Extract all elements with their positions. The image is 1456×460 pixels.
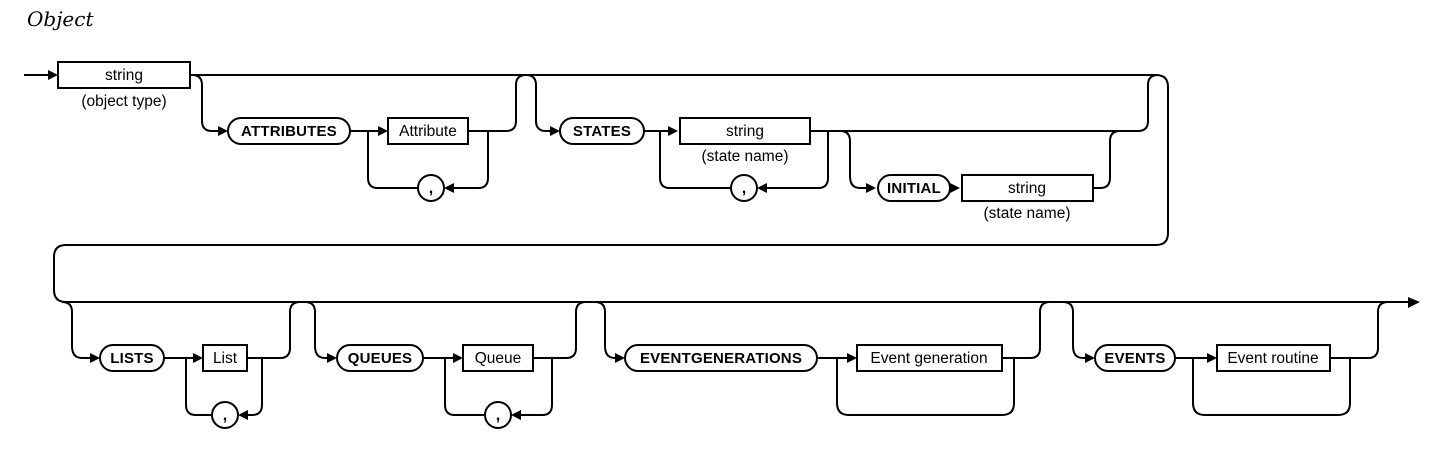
events-branch-drop-line <box>1062 301 1085 359</box>
queues-loop-right-line <box>521 358 553 416</box>
object-type-string-box <box>57 61 191 89</box>
queue-nonterminal-box <box>462 344 534 372</box>
event-generation-entry-arrowhead-icon <box>847 353 857 363</box>
arrowheads <box>48 70 1420 420</box>
attributes-entry-arrowhead-icon <box>218 126 228 136</box>
initial-branch-return-line <box>1093 130 1138 189</box>
initial-state-name-caption: (state name) <box>983 205 1070 222</box>
end-right-arrowhead-icon <box>1408 297 1420 308</box>
states-loop-right-line <box>767 131 829 189</box>
attributes-branch-return-line <box>468 74 527 132</box>
lists-loop-left-line <box>185 358 212 416</box>
queue-entry-arrowhead-icon <box>453 353 463 363</box>
attributes-loop-right-line <box>454 131 489 189</box>
list-operand-label: List <box>213 350 238 367</box>
state-name-string-label: string <box>726 123 764 140</box>
attribute-nonterminal-box <box>387 117 469 145</box>
start-right-arrowhead-icon <box>48 70 58 80</box>
events-keyword-pill <box>1094 344 1176 372</box>
queues-entry-arrowhead-icon <box>327 353 337 363</box>
event-routine-nonterminal-box <box>1216 344 1331 372</box>
eventgenerations-entry-arrowhead-icon <box>615 353 625 363</box>
states-entry-arrowhead-icon <box>550 126 560 136</box>
attributes-loop-left-arrowhead-icon <box>444 183 454 193</box>
attributes-branch-drop-line <box>191 74 218 132</box>
queues-loop-left-arrowhead-icon <box>511 410 521 420</box>
events-entry-arrowhead-icon <box>1085 353 1095 363</box>
lists-branch-drop-line <box>61 301 90 359</box>
eventgenerations-branch-return-line <box>1002 301 1051 359</box>
states-branch-return-line <box>810 74 1159 132</box>
attribute-operand-label: Attribute <box>399 123 457 140</box>
event-routine-operand-label: Event routine <box>1227 350 1318 367</box>
list-entry-arrowhead-icon <box>193 353 203 363</box>
lists-branch-return-line <box>247 301 301 359</box>
attributes-separator-circle <box>417 174 445 202</box>
events-repeat-loop-line <box>1192 358 1351 416</box>
attribute-entry-arrowhead-icon <box>378 126 388 136</box>
queues-loop-left-line <box>444 358 485 416</box>
initial-state-name-string-label: string <box>1008 180 1046 197</box>
queues-separator-label: , <box>496 407 500 424</box>
state-name-string-box <box>679 117 811 145</box>
lists-separator-label: , <box>223 407 227 424</box>
initial-keyword-pill <box>877 174 951 202</box>
queues-branch-return-line <box>533 301 587 359</box>
states-branch-drop-line <box>525 74 550 132</box>
states-keyword-label: STATES <box>573 123 631 140</box>
queue-operand-label: Queue <box>475 350 522 367</box>
states-separator-circle <box>730 174 758 202</box>
initial-keyword-label: INITIAL <box>887 180 941 197</box>
states-keyword-pill <box>559 117 645 145</box>
eventgenerations-keyword-pill <box>624 344 818 372</box>
eventgenerations-keyword-label: EVENTGENERATIONS <box>640 350 802 367</box>
lists-loop-right-line <box>248 358 263 416</box>
labels: Object string (object type) ATTRIBUTES A… <box>27 7 1319 424</box>
lists-entry-arrowhead-icon <box>90 353 100 363</box>
connector-lines <box>24 74 1408 416</box>
lists-keyword-label: LISTS <box>110 350 154 367</box>
lists-separator-circle <box>211 401 239 429</box>
states-separator-label: , <box>742 180 746 197</box>
initial-state-name-string-box <box>961 174 1094 202</box>
attributes-keyword-label: ATTRIBUTES <box>241 123 337 140</box>
event-routine-entry-arrowhead-icon <box>1207 353 1217 363</box>
event-generation-operand-label: Event generation <box>870 350 987 367</box>
events-branch-return-line <box>1330 301 1389 359</box>
initial-string-entry-arrowhead-icon <box>950 183 960 193</box>
main-line-with-wrap <box>53 74 1408 303</box>
diagram-title: Object <box>27 7 94 31</box>
state-name-caption: (state name) <box>701 148 788 165</box>
states-string-entry-arrowhead-icon <box>668 126 678 136</box>
attributes-loop-left-line <box>367 131 418 189</box>
queues-branch-drop-line <box>304 301 327 359</box>
states-loop-left-line <box>659 131 731 189</box>
events-keyword-label: EVENTS <box>1104 350 1165 367</box>
queues-separator-circle <box>484 401 512 429</box>
initial-branch-drop-line <box>839 130 866 189</box>
attributes-separator-label: , <box>429 180 433 197</box>
initial-entry-arrowhead-icon <box>866 183 876 193</box>
eventgenerations-repeat-loop-line <box>836 358 1015 416</box>
list-nonterminal-box <box>202 344 248 372</box>
eventgenerations-branch-drop-line <box>594 301 616 359</box>
object-type-string-label: string <box>105 67 143 84</box>
queues-keyword-pill <box>336 344 424 372</box>
attributes-keyword-pill <box>227 117 351 145</box>
states-loop-left-arrowhead-icon <box>757 183 767 193</box>
queues-keyword-label: QUEUES <box>348 350 413 367</box>
object-type-caption: (object type) <box>81 93 166 110</box>
lists-loop-left-arrowhead-icon <box>238 410 248 420</box>
event-generation-nonterminal-box <box>856 344 1003 372</box>
node-shapes <box>57 61 1331 429</box>
lists-keyword-pill <box>99 344 165 372</box>
